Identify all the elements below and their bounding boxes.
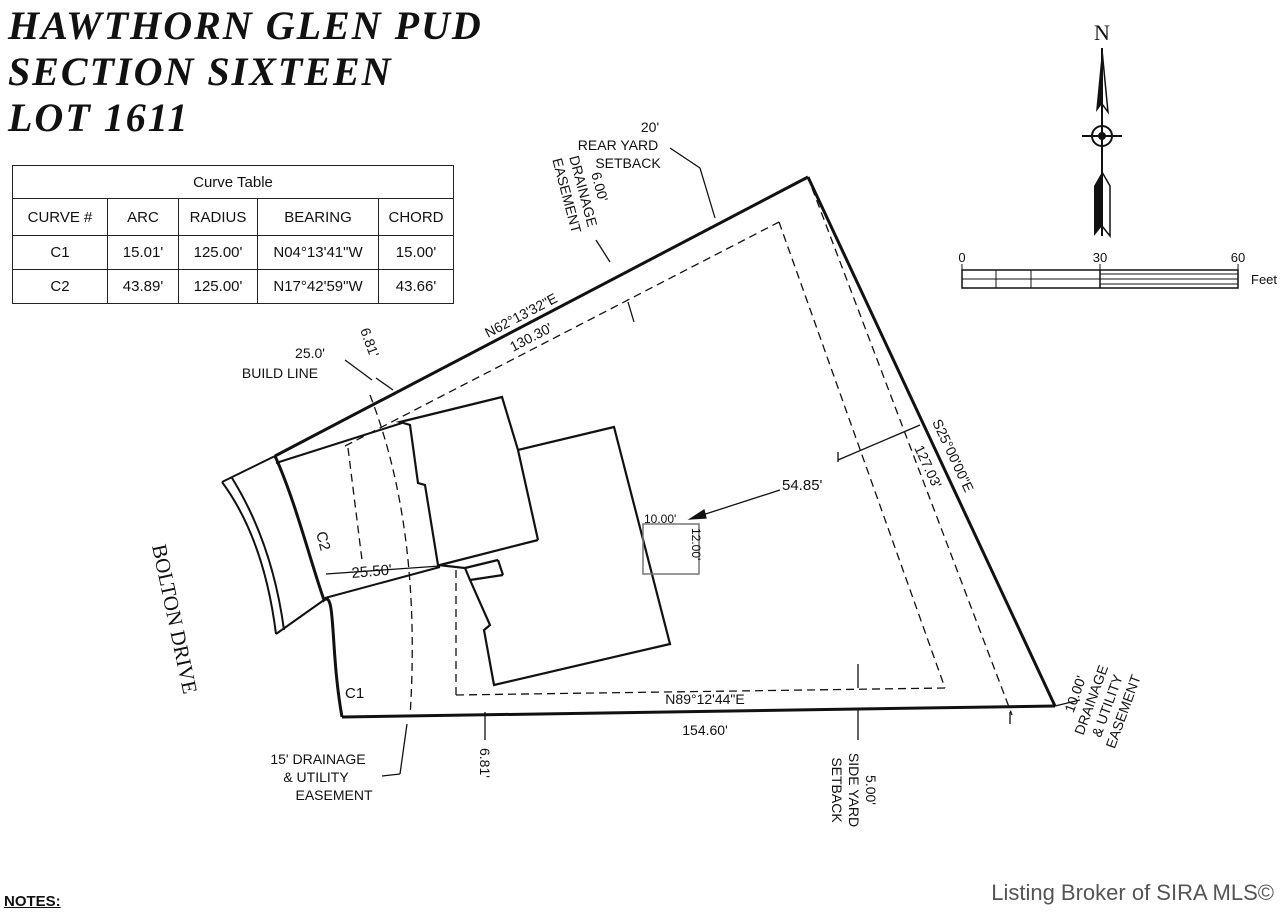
table-row: C2 43.89' 125.00' N17°42'59"W 43.66'	[12, 269, 454, 304]
drainage-right-callout: 10.00' DRAINAGE & UTILITY EASEMENT	[1061, 663, 1144, 751]
driveway	[221, 422, 441, 635]
cell-c2-chord: 43.66'	[378, 269, 454, 304]
side-setback-line-2: SIDE YARD	[846, 753, 862, 827]
col-radius: RADIUS	[178, 198, 258, 236]
drainage-front-line-1: 15' DRAINAGE	[270, 751, 365, 767]
curve-table-caption: Curve Table	[12, 165, 454, 199]
table-row: C1 15.01' 125.00' N04°13'41"W 15.00'	[12, 235, 454, 270]
rear-setback-line-2: REAR YARD	[578, 137, 658, 153]
patio-pad	[642, 523, 700, 575]
cell-c1-arc: 15.01'	[107, 235, 179, 270]
offset-bottom: 6.81'	[477, 748, 493, 778]
scale-label-30: 30	[1093, 250, 1107, 265]
scale-bar: 0 30 60 Feet	[958, 250, 1277, 289]
house-to-rear-distance: 54.85'	[782, 477, 823, 494]
front-distance: 154.60'	[682, 722, 728, 738]
driveway-distance: 25.50'	[351, 562, 393, 582]
drainage-front-line-2: & UTILITY	[283, 769, 349, 785]
cell-c1-chord: 15.00'	[378, 235, 454, 270]
lot-boundary	[273, 175, 1057, 719]
street-name: BOLTON DRIVE	[147, 542, 202, 696]
pad-height: 12.00'	[689, 528, 703, 560]
right-distance: 127.03'	[911, 442, 945, 490]
setback-lines	[344, 187, 1013, 718]
drainage-front-callout: 15' DRAINAGE & UTILITY EASEMENT	[270, 751, 373, 803]
house-footprint	[395, 395, 672, 687]
rear-setback-callout: 20' REAR YARD SETBACK	[578, 119, 662, 171]
cell-c2-curve: C2	[12, 269, 108, 304]
title-line-1: HAWTHORN GLEN PUD	[8, 3, 483, 48]
title-line-3: LOT 1611	[8, 95, 190, 140]
notes-label: NOTES:	[4, 893, 61, 910]
north-label: N	[1094, 20, 1110, 45]
cell-c2-arc: 43.89'	[107, 269, 179, 304]
scale-label-0: 0	[958, 250, 965, 265]
north-arrow-icon: N	[1082, 20, 1122, 239]
offset-top: 6.81'	[357, 326, 382, 360]
side-setback-callout: 5.00' SIDE YARD SETBACK	[829, 753, 879, 827]
pad-width: 10.00'	[644, 512, 676, 526]
listing-credit: Listing Broker of SIRA MLS©	[991, 880, 1274, 905]
col-chord: CHORD	[378, 198, 454, 236]
dimension-lines	[325, 147, 1081, 777]
rear-setback-line-3: SETBACK	[595, 155, 661, 171]
build-line-callout: 25.0' BUILD LINE	[242, 345, 325, 381]
rear-setback-line-1: 20'	[641, 119, 659, 135]
drainage-front-line-3: EASEMENT	[295, 787, 372, 803]
cell-c2-bearing: N17°42'59"W	[257, 269, 379, 304]
side-setback-line-1: 5.00'	[863, 775, 879, 805]
scale-unit: Feet	[1251, 272, 1277, 287]
curve-label-c2: C2	[312, 530, 333, 553]
scale-label-60: 60	[1231, 250, 1245, 265]
col-bearing: BEARING	[257, 198, 379, 236]
drainage-rear-line-1: 6.00'	[588, 170, 611, 203]
title-line-2: SECTION SIXTEEN	[8, 49, 393, 94]
build-line-line-2: BUILD LINE	[242, 365, 318, 381]
side-setback-line-3: SETBACK	[829, 757, 845, 823]
cell-c1-radius: 125.00'	[178, 235, 258, 270]
curve-label-c1: C1	[345, 685, 364, 702]
front-bearing: N89°12'44"E	[665, 691, 744, 707]
curve-table: Curve Table CURVE # ARC RADIUS BEARING C…	[12, 165, 454, 304]
build-line-line-1: 25.0'	[295, 345, 325, 361]
col-curve: CURVE #	[12, 198, 108, 236]
cell-c1-bearing: N04°13'41"W	[257, 235, 379, 270]
